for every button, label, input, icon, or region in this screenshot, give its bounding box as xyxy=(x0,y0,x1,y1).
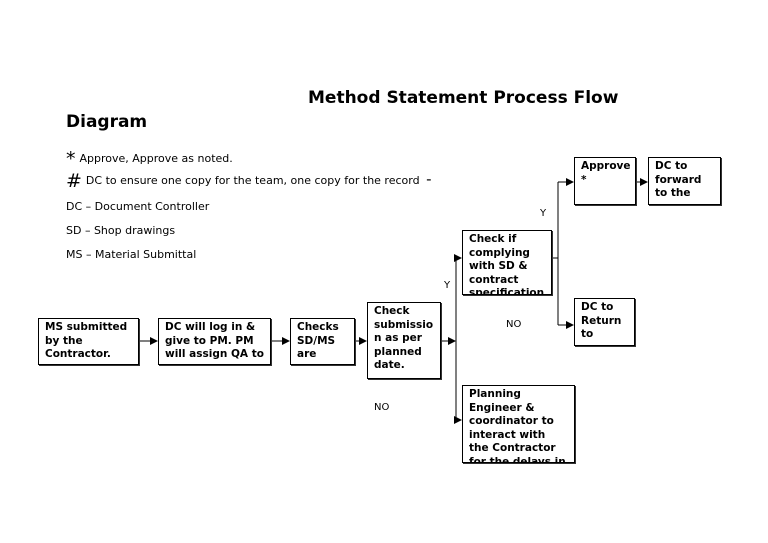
legend-hash-text: DC to ensure one copy for the team, one … xyxy=(85,174,420,187)
title-line-1: Method Statement Process Flow xyxy=(308,88,619,108)
title-line-2: Diagram xyxy=(66,112,148,132)
hash-symbol: # xyxy=(66,170,82,192)
box-approve: Approve * xyxy=(574,157,636,205)
box-checks: Checks SD/MS are xyxy=(290,318,355,365)
star-symbol: * xyxy=(66,148,76,170)
legend-star: *Approve, Approve as noted. xyxy=(66,148,233,170)
box-check-submission: Check submissio n as per planned date. xyxy=(367,302,441,379)
box-forward: DC to forward to the xyxy=(648,157,721,205)
legend-hash-trail: - xyxy=(426,170,432,188)
abbrev-dc: DC – Document Controller xyxy=(66,200,210,213)
label-yes-mid: Y xyxy=(444,280,451,291)
abbrev-sd: SD – Shop drawings xyxy=(66,224,176,237)
box-check-complying: Check if complying with SD & contract sp… xyxy=(462,230,552,295)
label-yes-top: Y xyxy=(540,208,547,219)
legend-hash: #DC to ensure one copy for the team, one… xyxy=(66,170,432,192)
label-no-bottom: NO xyxy=(374,402,390,413)
box-return: DC to Return to xyxy=(574,298,635,346)
box-submitted: MS submitted by the Contractor. xyxy=(38,318,139,365)
box-log-in: DC will log in & give to PM. PM will ass… xyxy=(158,318,271,365)
box-planning: Planning Engineer & coordinator to inter… xyxy=(462,385,575,463)
legend-star-text: Approve, Approve as noted. xyxy=(79,152,233,165)
label-no-right: NO xyxy=(506,319,522,330)
abbrev-ms: MS – Material Submittal xyxy=(66,248,197,261)
